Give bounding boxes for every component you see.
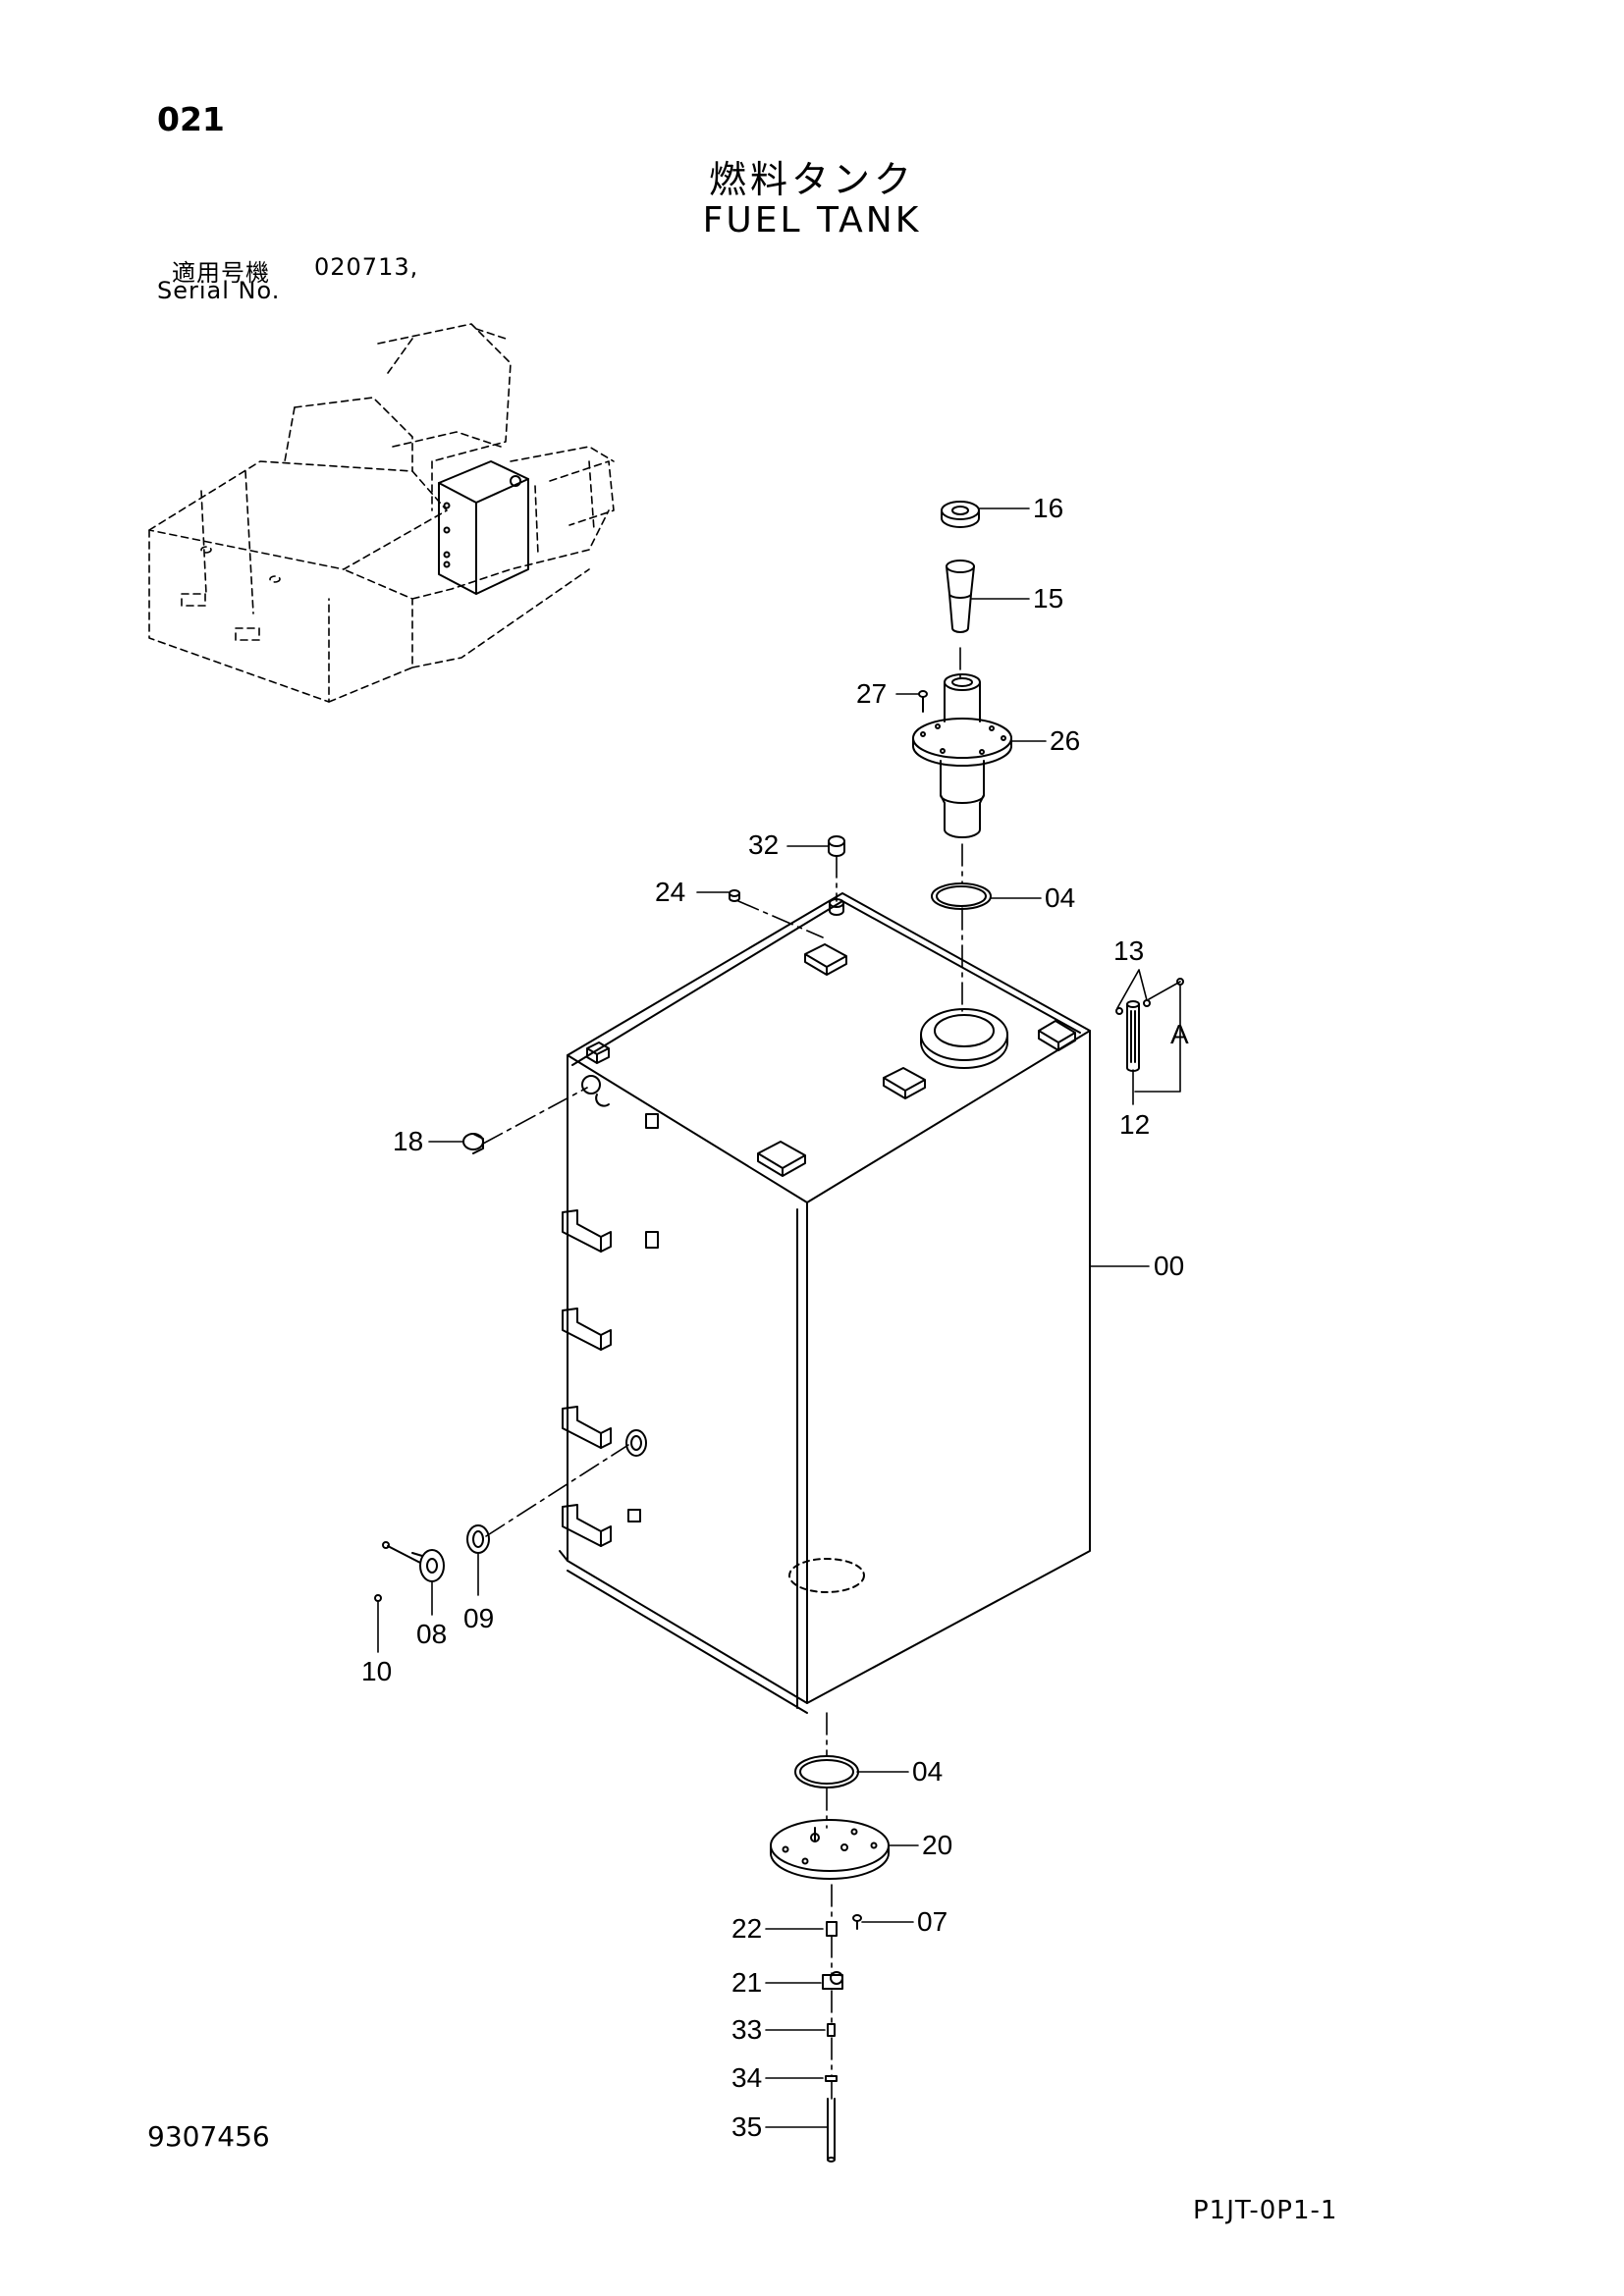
callout-15: 15 xyxy=(1033,583,1063,614)
serial-label-english: Serial No. xyxy=(157,277,281,304)
callout-12: 12 xyxy=(1119,1109,1150,1140)
callout-20: 20 xyxy=(922,1830,952,1860)
filler-cap-assembly xyxy=(729,501,1012,910)
callout-04-top: 04 xyxy=(1045,882,1075,913)
document-number: 9307456 xyxy=(147,2120,270,2153)
callout-22: 22 xyxy=(731,1913,762,1944)
callout-18: 18 xyxy=(393,1126,423,1156)
callout-A: A xyxy=(1170,1019,1189,1049)
bottom-suction-assembly xyxy=(770,1755,890,2163)
leader-lines xyxy=(377,507,1181,2128)
callout-08: 08 xyxy=(416,1619,447,1649)
assembly-center-lines xyxy=(482,647,963,2100)
callout-27: 27 xyxy=(856,678,887,709)
callout-labels: 16 15 27 26 32 24 04 13 12 A 18 00 10 08… xyxy=(361,493,1189,2142)
callout-09: 09 xyxy=(463,1603,494,1633)
callout-00: 00 xyxy=(1154,1251,1184,1281)
callout-16: 16 xyxy=(1033,493,1063,523)
callout-13: 13 xyxy=(1113,935,1144,966)
page-number: 021 xyxy=(157,100,225,138)
callout-33: 33 xyxy=(731,2014,762,2045)
callout-34: 34 xyxy=(731,2062,762,2093)
callout-35: 35 xyxy=(731,2111,762,2142)
serial-value: 020713, xyxy=(314,253,419,281)
callout-10: 10 xyxy=(361,1656,392,1686)
fuel-tank-body xyxy=(559,892,1091,1714)
callout-21: 21 xyxy=(731,1967,762,1998)
callout-26: 26 xyxy=(1050,725,1080,756)
callout-32: 32 xyxy=(748,829,779,860)
side-fittings xyxy=(374,1133,490,1602)
title-japanese: 燃料タンク xyxy=(708,158,915,201)
title-english: FUEL TANK xyxy=(702,200,922,240)
callout-04-bottom: 04 xyxy=(912,1756,943,1787)
serial-label-japanese: 適用号機 xyxy=(172,259,270,287)
callout-24: 24 xyxy=(655,877,685,907)
machine-overview-illustration xyxy=(148,323,615,703)
callout-07: 07 xyxy=(917,1906,947,1937)
page-code: P1JT-0P1-1 xyxy=(1193,2196,1338,2225)
